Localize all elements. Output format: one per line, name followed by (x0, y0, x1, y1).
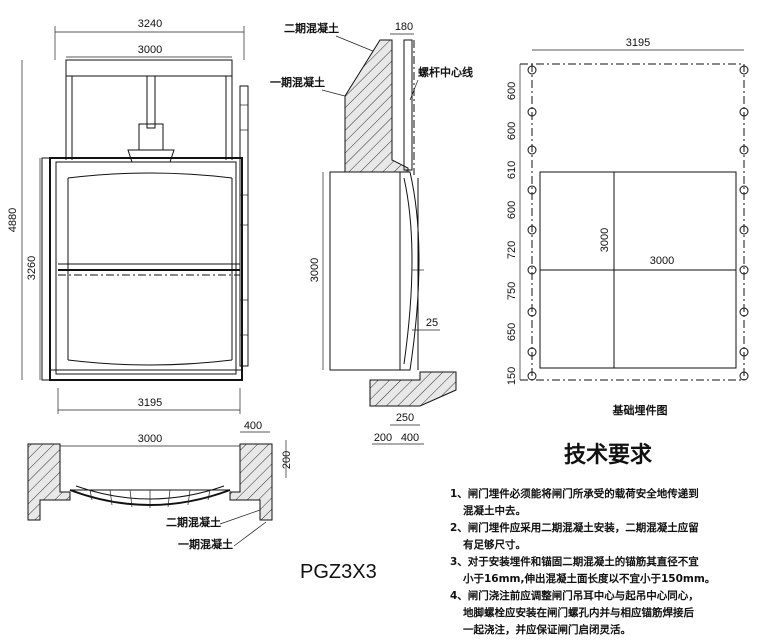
plan-width: 3000 (138, 433, 162, 445)
front-frame-height: 3260 (26, 256, 38, 280)
requirement-line-3: 2、闸门埋件应采用二期混凝土安装，二期混凝土应留 (450, 521, 699, 534)
model-number: PGZ3X3 (300, 561, 377, 583)
requirement-line-4: 有足够尺寸。 (463, 538, 526, 551)
foundation-spacing-3: 610 (506, 161, 518, 179)
side-base-a: 250 (396, 412, 414, 424)
foundation-plan: 3195 3000 3000 600 600 610 600 720 750 (506, 37, 749, 417)
foundation-caption: 基础埋件图 (612, 403, 668, 417)
foundation-spacing-6: 750 (506, 282, 518, 300)
side-label-secondary-concrete: 二期混凝土 (284, 21, 339, 35)
side-top-dim: 180 (395, 21, 413, 33)
foundation-spacing-7: 650 (506, 323, 518, 341)
plan-view: 3000 400 200 二期混凝土 一期混凝土 (27, 420, 293, 551)
plan-side: 400 (244, 420, 262, 432)
foundation-spacing-5: 720 (506, 241, 518, 259)
foundation-spacing-4: 600 (506, 201, 518, 219)
side-base-c: 400 (401, 432, 419, 444)
requirement-line-7: 4、闸门浇注前应调整闸门吊耳中心与起吊中心同心， (450, 589, 699, 602)
foundation-spacing-8: 150 (506, 367, 518, 385)
front-view: 3240 3000 (7, 18, 249, 414)
requirements-title: 技术要求 (564, 443, 652, 468)
plan-depth: 200 (281, 451, 293, 469)
foundation-width: 3195 (626, 37, 650, 49)
side-label-screw-centerline: 螺杆中心线 (418, 65, 473, 79)
side-label-primary-concrete: 一期混凝土 (270, 75, 325, 89)
foundation-inner-height: 3000 (599, 228, 611, 252)
requirement-line-1: 1、闸门埋件必须能将闸门所承受的载荷安全地传递到 (450, 487, 699, 500)
plan-label-primary-concrete: 一期混凝土 (178, 537, 233, 551)
requirement-line-6: 小于16mm,伸出混凝土面长度以不宜小于150mm。 (462, 572, 715, 585)
side-gap: 25 (426, 317, 438, 329)
front-inner-width: 3000 (138, 44, 162, 56)
foundation-spacing-1: 600 (506, 82, 518, 100)
side-height: 3000 (309, 258, 321, 282)
requirement-line-9: 一起浇注，并应保证闸门启闭灵活。 (463, 623, 631, 636)
foundation-spacing-2: 600 (506, 122, 518, 140)
requirement-line-2: 混凝土中去。 (463, 504, 526, 517)
requirement-line-5: 3、对于安装埋件和锚固二期混凝土的锚筋其直径不宜 (450, 555, 699, 568)
front-overall-width: 3240 (138, 18, 162, 30)
front-bottom-width: 3195 (138, 397, 162, 409)
foundation-inner-width: 3000 (650, 255, 674, 267)
plan-label-secondary-concrete: 二期混凝土 (166, 515, 221, 529)
side-base-b: 200 (374, 432, 392, 444)
technical-requirements: 技术要求 1、闸门埋件必须能将闸门所承受的载荷安全地传递到 混凝土中去。 2、闸… (450, 443, 715, 636)
front-overall-height: 4880 (7, 208, 19, 232)
requirement-line-8: 地脚螺栓应安装在闸门螺孔内并与相应锚筋焊接后 (463, 606, 694, 619)
side-view: 180 二期混凝土 一期混凝土 螺杆中心线 3000 25 250 200 40… (270, 21, 473, 445)
